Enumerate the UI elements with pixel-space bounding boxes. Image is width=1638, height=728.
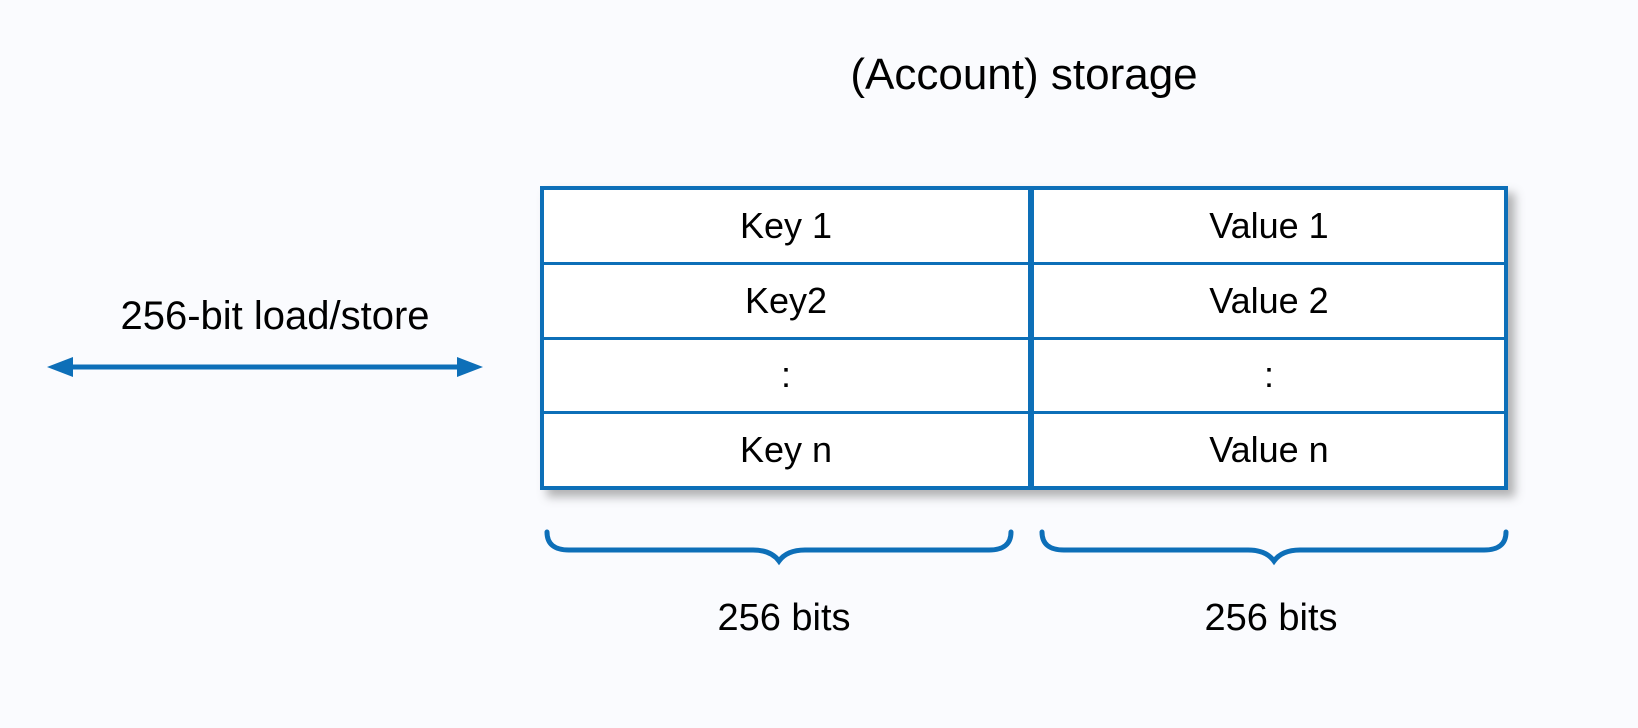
table-cell-value-n: Value n: [1034, 414, 1504, 486]
table-cell-value-2: Value 2: [1034, 264, 1504, 337]
diagram-title: (Account) storage: [850, 50, 1198, 99]
bits-label-right: 256 bits: [1204, 597, 1338, 639]
bits-label-left: 256 bits: [717, 597, 851, 639]
table-cell-key-1: Key 1: [544, 190, 1028, 262]
double-arrow-icon: [47, 357, 483, 377]
underbrace-right-icon: [1039, 529, 1509, 566]
table-cell-value-1: Value 1: [1034, 190, 1504, 262]
storage-table: Key 1 Value 1 Key2 Value 2 : : Key n Val…: [540, 186, 1508, 490]
underbrace-left-icon: [544, 529, 1014, 566]
table-cell-value-ellipsis: :: [1034, 339, 1504, 412]
table-cell-key-ellipsis: :: [544, 339, 1028, 412]
table-cell-key-n: Key n: [544, 414, 1028, 486]
load-store-label: 256-bit load/store: [120, 294, 430, 338]
table-cell-key-2: Key2: [544, 264, 1028, 337]
